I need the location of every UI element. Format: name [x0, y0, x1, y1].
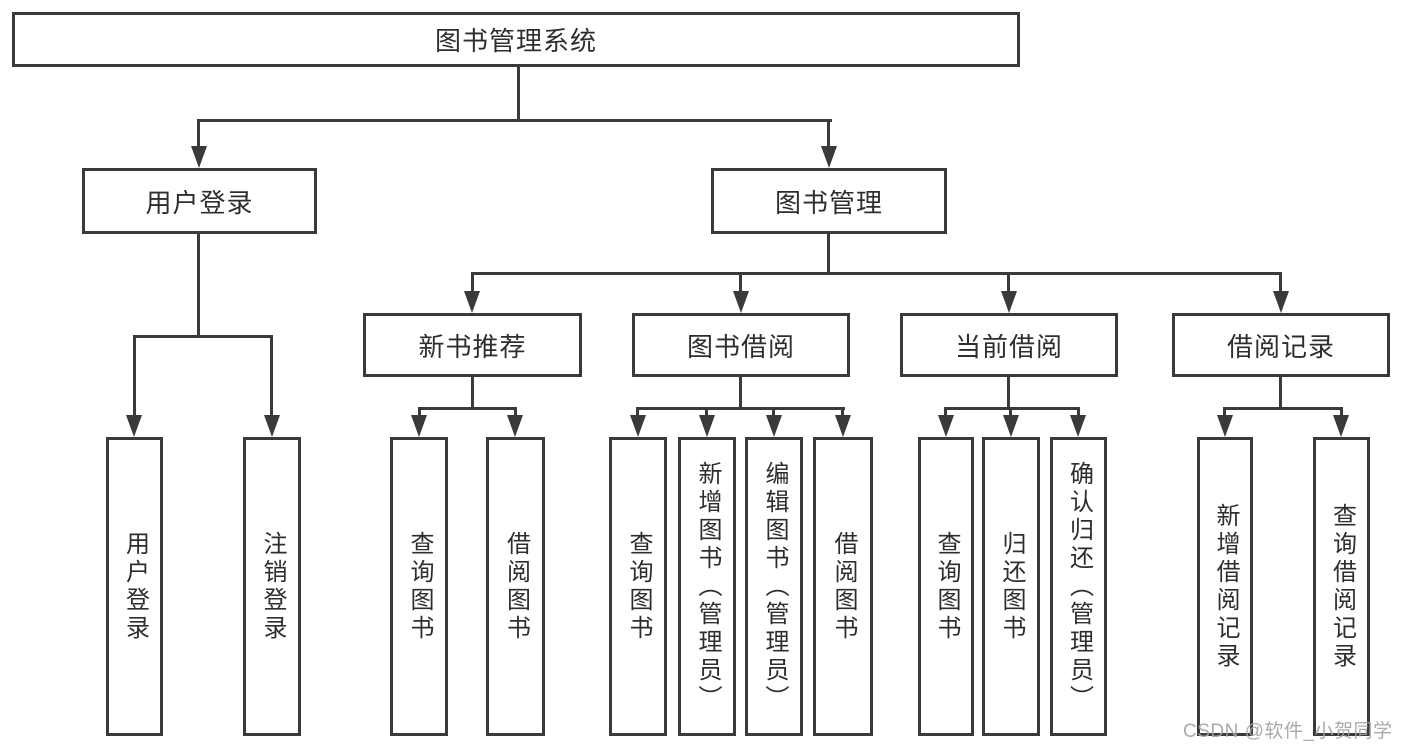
- arrow-to-cb-query: [938, 415, 954, 437]
- leaf-nb-query-books: 查询图书: [390, 437, 448, 736]
- connector-login-drop-2: [270, 335, 273, 420]
- connector-borrow-drop: [739, 272, 742, 295]
- leaf-user-login: 用户登录: [106, 437, 163, 736]
- connector-current-stub: [1007, 377, 1010, 409]
- leaf-cb-return-books: 归还图书: [982, 437, 1040, 736]
- connector-bb-drop-4: [841, 407, 844, 419]
- arrow-to-bb-query: [630, 415, 646, 437]
- leaf-rec-query-record: 查询借阅记录: [1313, 437, 1370, 736]
- leaf-cb-query-books: 查询图书: [918, 437, 974, 736]
- node-root-library-system: 图书管理系统: [12, 12, 1020, 67]
- arrow-to-records: [1273, 291, 1289, 313]
- connector-cb-drop-2: [1009, 407, 1012, 419]
- connector-bb-drop-2: [705, 407, 708, 419]
- connector-mgmt-drop: [827, 119, 830, 151]
- arrow-to-cb-return: [1003, 415, 1019, 437]
- connector-login-stub: [197, 234, 200, 338]
- connector-rec-drop-1: [1223, 407, 1226, 419]
- arrow-to-logout: [264, 415, 280, 437]
- arrow-to-bb-add: [699, 415, 715, 437]
- connector-mgmt-stub: [827, 233, 830, 275]
- leaf-bb-borrow-books: 借阅图书: [813, 437, 873, 736]
- arrow-to-nb-borrow: [507, 415, 523, 437]
- arrow-to-book-mgmt: [821, 146, 837, 168]
- connector-cb-drop-1: [944, 407, 947, 419]
- connector-bb-drop-3: [772, 407, 775, 419]
- leaf-rec-add-record: 新增借阅记录: [1197, 437, 1253, 736]
- connector-root-stub: [517, 67, 520, 122]
- arrow-to-cb-confirm: [1070, 415, 1086, 437]
- csdn-watermark: CSDN @软件_小贺同学: [1183, 721, 1393, 742]
- arrow-to-bb-edit: [766, 415, 782, 437]
- connector-nb-drop-2: [514, 407, 517, 419]
- connector-newbooks-spread: [418, 407, 517, 410]
- connector-borrow-stub: [739, 377, 742, 409]
- connector-login-drop: [197, 119, 200, 151]
- leaf-bb-query-books: 查询图书: [609, 437, 667, 736]
- connector-rec-drop-2: [1340, 407, 1343, 419]
- leaf-bb-edit-books-admin: 编辑图书（管理员）: [745, 437, 803, 736]
- node-book-mgmt-module: 图书管理: [711, 168, 947, 234]
- arrow-to-rec-query: [1333, 415, 1349, 437]
- connector-mgmt-spread: [471, 272, 1282, 275]
- connector-current-drop: [1007, 272, 1010, 295]
- connector-records-drop: [1279, 272, 1282, 295]
- connector-nb-drop-1: [418, 407, 421, 419]
- node-borrowing-records: 借阅记录: [1172, 313, 1390, 377]
- arrow-to-bb-borrow: [835, 415, 851, 437]
- arrow-to-user-login: [191, 146, 207, 168]
- connector-root-spread: [197, 119, 832, 122]
- connector-current-spread: [944, 407, 1080, 410]
- connector-login-spread: [133, 335, 273, 338]
- node-current-borrowing: 当前借阅: [900, 313, 1118, 377]
- leaf-cb-confirm-return-admin: 确认归还（管理员）: [1050, 437, 1107, 736]
- arrow-to-current: [1001, 291, 1017, 313]
- connector-cb-drop-3: [1077, 407, 1080, 419]
- leaf-nb-borrow-books: 借阅图书: [486, 437, 545, 736]
- connector-bb-drop-1: [636, 407, 639, 419]
- node-new-book-recommend: 新书推荐: [363, 313, 582, 377]
- connector-records-stub: [1279, 377, 1282, 409]
- node-book-borrowing: 图书借阅: [632, 313, 850, 377]
- arrow-to-borrow: [733, 291, 749, 313]
- connector-login-drop-1: [133, 335, 136, 420]
- leaf-bb-add-books-admin: 新增图书（管理员）: [678, 437, 736, 736]
- arrow-to-nb-query: [411, 415, 427, 437]
- connector-newbooks-stub: [471, 377, 474, 409]
- arrow-to-rec-add: [1217, 415, 1233, 437]
- connector-newbooks-drop: [471, 272, 474, 295]
- connector-records-spread: [1223, 407, 1343, 410]
- arrow-to-login-user: [126, 415, 142, 437]
- leaf-logout: 注销登录: [243, 437, 301, 736]
- node-user-login-module: 用户登录: [82, 168, 317, 234]
- arrow-to-newbooks: [464, 291, 480, 313]
- connector-borrow-spread: [636, 407, 845, 410]
